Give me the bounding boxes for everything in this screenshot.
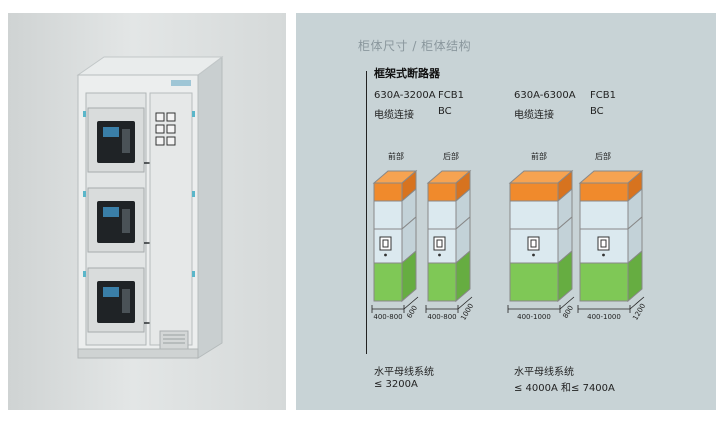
- group2-front-label: 前部: [531, 151, 547, 161]
- group1-rear-depth: 1000: [459, 302, 475, 321]
- switchgear-cabinet-illustration: [76, 56, 224, 359]
- group1-rating: 630A-3200A: [374, 90, 436, 101]
- group2-code1: FCB1: [590, 90, 616, 101]
- group2-code2: BC: [590, 106, 604, 117]
- group1-code2: BC: [438, 106, 452, 117]
- group2-busbar: 水平母线系统: [514, 367, 574, 378]
- group1-connection: 电缆连接: [374, 110, 414, 121]
- group1-rear-label: 后部: [443, 151, 459, 161]
- group2-rating: 630A-6300A: [514, 90, 576, 101]
- group2-front-cabinet: [508, 169, 574, 303]
- group2-busbar-rating: ≤ 4000A 和≤ 7400A: [514, 383, 615, 394]
- group1-front-cabinet: [372, 169, 418, 303]
- switchgear-photo: [8, 13, 286, 410]
- group1-rear-cabinet: [426, 169, 472, 303]
- group1-busbar: 水平母线系统: [374, 367, 434, 378]
- group2-front-depth: 800: [561, 304, 575, 320]
- group2-rear-cabinet: [578, 169, 644, 303]
- breaker-type-heading: 框架式断路器: [374, 67, 440, 80]
- group2-front-width: 400-1000: [517, 313, 551, 321]
- group1-busbar-rating: ≤ 3200A: [374, 379, 418, 390]
- group2-connection: 电缆连接: [514, 110, 554, 121]
- group1-front-width: 400-800: [373, 313, 402, 321]
- group1-front-label: 前部: [388, 151, 404, 161]
- group2-rear-width: 400-1000: [587, 313, 621, 321]
- group1-front-depth: 600: [405, 304, 419, 320]
- cabinet-diagrams: 前部 后部 前部 后部: [371, 151, 647, 322]
- group2-rear-label: 后部: [595, 151, 611, 161]
- cabinet-dimensions-panel: 柜体尺寸 / 柜体结构 框架式断路器 630A-3200A FCB1 电缆连接 …: [296, 13, 716, 410]
- bracket-line: [366, 71, 367, 354]
- group1-rear-width: 400-800: [427, 313, 456, 321]
- group2-rear-depth: 1200: [631, 302, 647, 321]
- section-title: 柜体尺寸 / 柜体结构: [358, 39, 472, 53]
- group1-code1: FCB1: [438, 90, 464, 101]
